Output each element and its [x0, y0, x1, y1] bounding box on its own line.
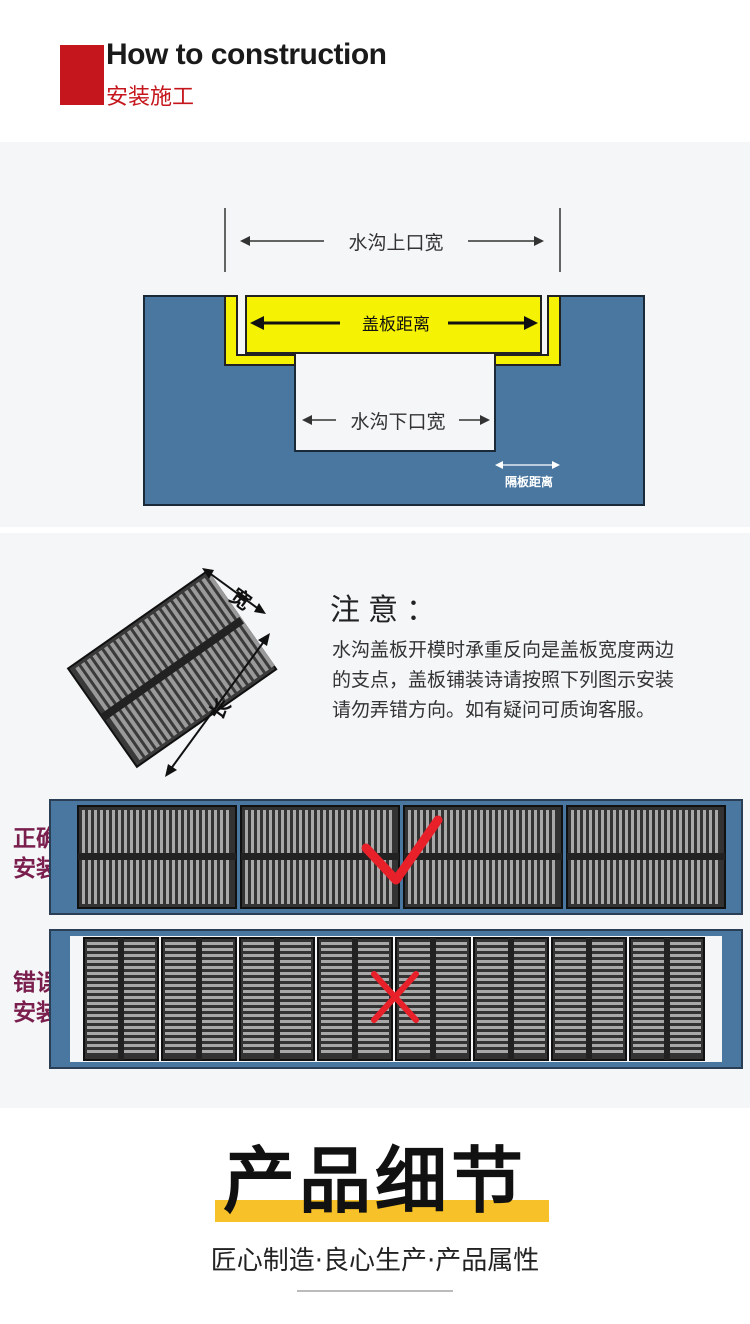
check-icon [361, 815, 443, 885]
grate-support [78, 853, 236, 860]
cover-frame [224, 295, 296, 366]
cover-distance-label: 盖板距离 [362, 315, 430, 335]
wrong-grates [83, 937, 705, 1061]
grate-support [508, 938, 514, 1060]
subtitle-underline [297, 1290, 453, 1292]
product-details-title: 产品细节 [222, 1139, 527, 1223]
correct-install-figure [49, 799, 743, 915]
grate-support [241, 853, 399, 860]
grate-support [586, 938, 592, 1060]
notice-line-1: 水沟盖板开模时承重反向是盖板宽度两边 [332, 639, 675, 661]
product-details-subtitle: 匠心制造·良心生产·产品属性 [210, 1246, 540, 1276]
grate-support [274, 938, 280, 1060]
grate-support [196, 938, 202, 1060]
header-subtitle: 安装施工 [106, 85, 195, 110]
title-highlight-bar [215, 1200, 549, 1222]
grate-support [664, 938, 670, 1060]
trench-cross-section-diagram: 水沟上口宽 盖板距离 水沟下口宽 隔板距离 [143, 208, 645, 506]
cover-frame-right [494, 295, 561, 366]
wrong-install-figure [49, 929, 743, 1069]
grate-support [352, 938, 358, 1060]
cross-icon [371, 971, 419, 1023]
partition-distance-label: 隔板距离 [505, 474, 553, 489]
notice-line-2: 的支点，盖板铺装诗请按照下列图示安装 [332, 669, 675, 691]
header-red-mark [60, 45, 104, 105]
grate-support [430, 938, 436, 1060]
notice-line-3: 请勿弄错方向。如有疑问可质询客服。 [332, 699, 656, 721]
bottom-width-label: 水沟下口宽 [350, 411, 445, 433]
grate-support [404, 853, 562, 860]
grate-support [118, 938, 124, 1060]
header-title: How to construction [106, 38, 387, 71]
grate-orientation-illustration: 宽 长 [66, 568, 278, 777]
grate-support [567, 853, 725, 860]
top-width-label: 水沟上口宽 [348, 232, 443, 254]
notice-title: 注意： [330, 593, 444, 628]
correct-grates [77, 805, 726, 909]
